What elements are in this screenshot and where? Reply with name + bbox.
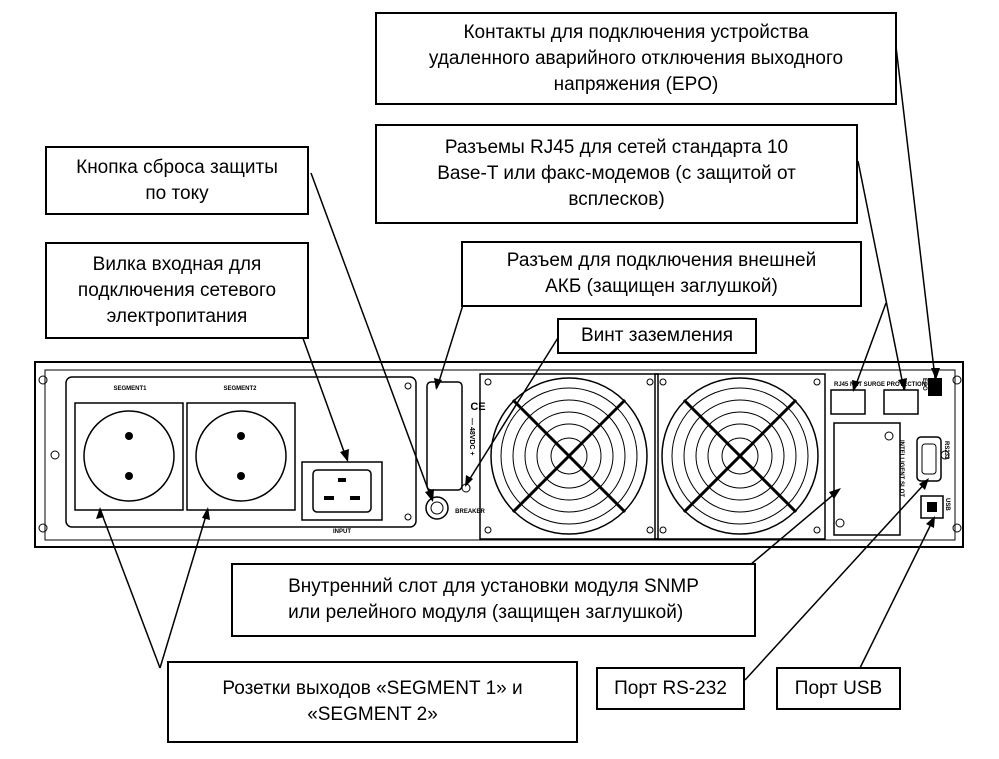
callout-ground-text: Винт заземления <box>581 325 733 346</box>
rj45-port-out <box>883 389 919 415</box>
input-pin <box>338 478 346 482</box>
plate-screw <box>404 382 412 390</box>
intelligent-slot-label: INTELLIGENT SLOT <box>898 440 904 497</box>
breaker-label: BREAKER <box>455 509 485 515</box>
usb-label: USB <box>944 498 950 511</box>
slot-screw <box>835 518 845 528</box>
input-plug-inner <box>312 469 372 513</box>
input-plug <box>301 461 383 521</box>
socket-pin <box>237 432 245 440</box>
callout-input-plug-text: Вилка входная для подключения сетевого э… <box>77 253 277 327</box>
segment1-label: SEGMENT1 <box>113 386 147 392</box>
callout-reset: Кнопка сброса защиты по току <box>45 146 309 215</box>
input-pin <box>350 496 360 500</box>
callout-rj45-text: Разъемы RJ45 для сетей стандарта 10 Base… <box>437 137 796 210</box>
epo-label: EPO <box>921 378 927 391</box>
callout-reset-text: Кнопка сброса защиты по току <box>76 156 278 204</box>
socket-pin <box>125 472 133 480</box>
callout-rs232-text: Порт RS-232 <box>614 677 727 699</box>
segment2-label: SEGMENT2 <box>223 386 257 392</box>
plate-screw <box>404 513 412 521</box>
mount-hole <box>952 375 962 385</box>
mount-hole <box>38 375 48 385</box>
mount-hole <box>38 523 48 533</box>
callout-rs232: Порт RS-232 <box>596 667 745 710</box>
callout-slot-text: Внутренний слот для установки модуля SNM… <box>288 576 699 623</box>
mount-hole <box>50 450 60 460</box>
input-label: INPUT <box>333 529 351 535</box>
reset-button-inner <box>430 501 444 515</box>
callout-battery: Разъем для подключения внешней АКБ (защи… <box>461 241 862 307</box>
mount-hole <box>952 523 962 533</box>
callout-input-plug: Вилка входная для подключения сетевого э… <box>45 242 309 339</box>
callout-epo-text: Контакты для подключения устройства удал… <box>428 21 844 95</box>
usb-port-inner <box>927 502 937 512</box>
ce-mark: CE <box>470 401 485 413</box>
socket-pin <box>237 472 245 480</box>
rj45-port-in <box>830 389 866 415</box>
input-pin <box>324 496 334 500</box>
callout-usb-text: Порт USB <box>794 677 883 699</box>
segment1-socket <box>83 410 175 502</box>
slot-screw <box>884 431 894 441</box>
dc-label: — 48VDC + <box>468 418 475 456</box>
callout-battery-text: Разъем для подключения внешней АКБ (защи… <box>506 250 817 297</box>
rs232-label: RS232 <box>943 441 949 460</box>
outlet-plate <box>65 376 417 528</box>
callout-rj45: Разъемы RJ45 для сетей стандарта 10 Base… <box>375 124 858 224</box>
segment1-outlet <box>74 402 184 511</box>
segment2-socket <box>195 410 287 502</box>
rs232-port-inner <box>921 443 937 475</box>
epo-connector <box>928 378 942 396</box>
fan-left <box>479 373 659 540</box>
leader-lines <box>99 20 936 681</box>
chassis-inner <box>44 369 956 541</box>
callout-outlets-text: Розетки выходов «SEGMENT 1» и «SEGMENT 2… <box>222 678 523 725</box>
callout-outlets: Розетки выходов «SEGMENT 1» и «SEGMENT 2… <box>167 661 578 743</box>
callout-epo: Контакты для подключения устройства удал… <box>375 12 897 105</box>
battery-connector-cover <box>426 381 463 491</box>
callout-usb: Порт USB <box>776 667 901 710</box>
usb-port <box>920 495 944 519</box>
rs232-port <box>916 436 942 482</box>
rj45-label: RJ45 NET SURGE PROTECTION <box>834 382 926 388</box>
callout-slot: Внутренний слот для установки модуля SNM… <box>231 563 756 637</box>
arrowheads <box>96 368 940 528</box>
callout-ground: Винт заземления <box>557 318 757 354</box>
socket-pin <box>125 432 133 440</box>
chassis-outline <box>34 361 964 548</box>
intelligent-slot-cover <box>833 422 901 536</box>
fan-right <box>654 373 826 540</box>
segment2-outlet <box>186 402 296 511</box>
reset-button <box>425 496 449 520</box>
